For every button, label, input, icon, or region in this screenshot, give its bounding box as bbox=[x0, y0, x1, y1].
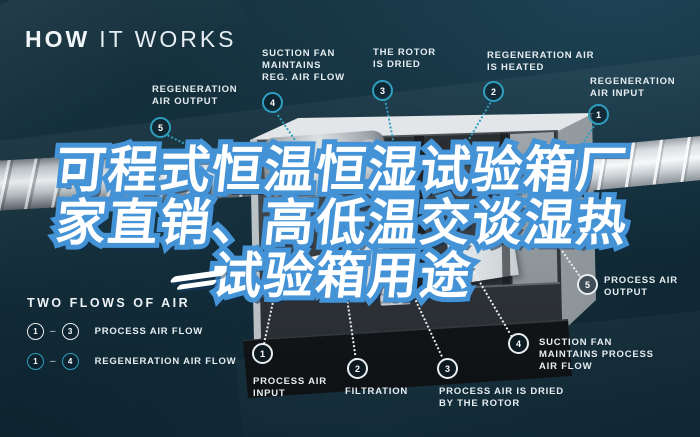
callout-label-rotor-dried: THE ROTOR IS DRIED bbox=[373, 47, 436, 70]
legend-row-process: 1 – 3 PROCESS AIR FLOW bbox=[27, 323, 236, 340]
headline-line-2-fill: 家直销、高低温交谈湿热 bbox=[53, 195, 631, 251]
step-badge-process-3: 3 bbox=[437, 358, 458, 379]
step-badge-process-4: 4 bbox=[508, 333, 529, 354]
page-title: HOW IT WORKS bbox=[25, 26, 237, 53]
callout-label-regeneration-air-output: REGENERATION AIR OUTPUT bbox=[152, 84, 238, 107]
legend-label-process: PROCESS AIR FLOW bbox=[94, 326, 204, 337]
headline-line-3-fill: 试验箱用途 bbox=[209, 248, 475, 304]
callout-label-regeneration-heated: REGENERATION AIR IS HEATED bbox=[487, 50, 595, 73]
legend-row-regeneration: 1 – 4 REGENERATION AIR FLOW bbox=[27, 353, 236, 370]
headline-line-3: 试验箱用途 试验箱用途 bbox=[0, 243, 695, 309]
legend-badge-regeneration-from: 1 bbox=[27, 353, 44, 370]
legend-two-flows: TWO FLOWS OF AIR 1 – 3 PROCESS AIR FLOW … bbox=[27, 296, 236, 370]
headline-line-2: 家直销、高低温交谈湿热 家直销、高低温交谈湿热 bbox=[0, 190, 695, 256]
callout-label-process-air-input: PROCESS AIR INPUT bbox=[253, 376, 327, 399]
step-badge-regeneration-1: 1 bbox=[588, 104, 609, 125]
callout-label-suction-fan-reg: SUCTION FAN MAINTAINS REG. AIR FLOW bbox=[262, 48, 345, 83]
headline-line-1: 可程式恒温恒湿试验箱厂 可程式恒温恒湿试验箱厂 bbox=[0, 137, 695, 203]
page-title-bold: HOW bbox=[25, 26, 91, 52]
background-streak bbox=[0, 0, 254, 158]
step-badge-regeneration-2: 2 bbox=[483, 81, 504, 102]
callout-label-regeneration-air-input: REGENERATION AIR INPUT bbox=[590, 76, 676, 99]
legend-label-regeneration: REGENERATION AIR FLOW bbox=[94, 356, 237, 367]
step-badge-regeneration-5: 5 bbox=[150, 117, 171, 138]
legend-range-separator: – bbox=[50, 356, 56, 367]
step-badge-process-5: 5 bbox=[577, 274, 598, 295]
headline-line-1-fill: 可程式恒温恒湿试验箱厂 bbox=[53, 142, 631, 198]
callout-label-filtration: FILTRATION bbox=[345, 386, 409, 397]
legend-range-separator: – bbox=[50, 326, 56, 337]
callout-label-process-air-dried: PROCESS AIR IS DRIED BY THE ROTOR bbox=[439, 386, 564, 409]
headline-overlay: 可程式恒温恒湿试验箱厂 可程式恒温恒湿试验箱厂 家直销、高低温交谈湿热 家直销、… bbox=[0, 137, 695, 309]
callout-label-suction-fan-process: SUCTION FAN MAINTAINS PROCESS AIR FLOW bbox=[539, 337, 654, 372]
legend-badge-regeneration-to: 4 bbox=[61, 353, 79, 370]
page-title-light: IT WORKS bbox=[99, 26, 237, 52]
step-badge-process-2: 2 bbox=[347, 358, 368, 379]
step-badge-regeneration-3: 3 bbox=[372, 80, 393, 101]
legend-badge-process-to: 3 bbox=[61, 323, 79, 340]
step-badge-process-1: 1 bbox=[252, 343, 273, 364]
step-badge-regeneration-4: 4 bbox=[262, 92, 283, 113]
legend-badge-process-from: 1 bbox=[27, 323, 44, 340]
legend-title: TWO FLOWS OF AIR bbox=[27, 296, 191, 310]
callout-label-process-air-output: PROCESS AIR OUTPUT bbox=[604, 275, 678, 298]
